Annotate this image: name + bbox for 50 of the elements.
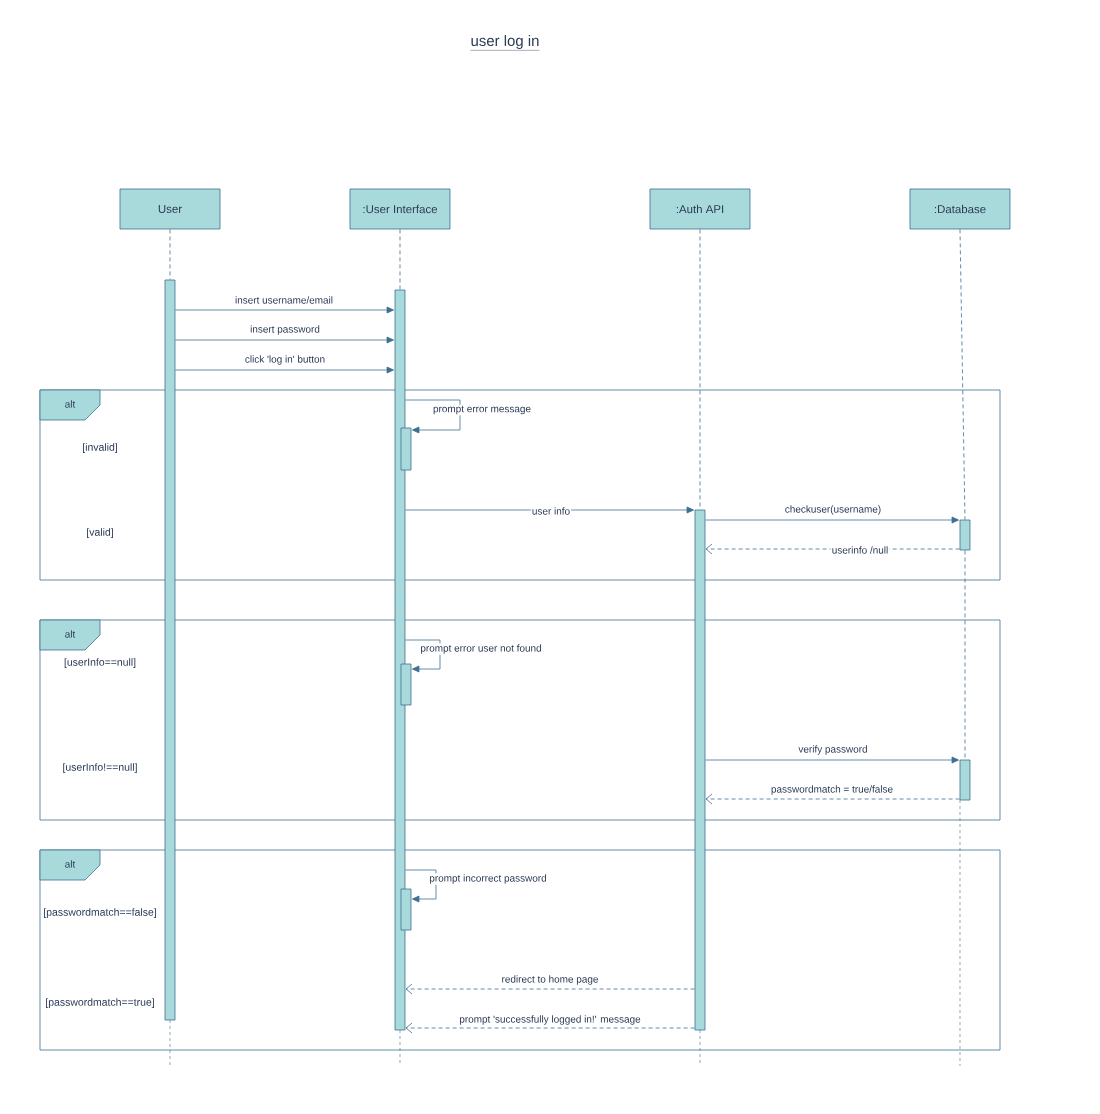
message-label: prompt 'successfully logged in!' message — [458, 1014, 642, 1026]
return-arrow — [405, 1022, 695, 1034]
self-message-arrow — [405, 639, 441, 673]
participant-box: :User Interface — [349, 188, 451, 230]
message-label: prompt error message — [432, 404, 532, 416]
message-label: prompt error user not found — [419, 643, 543, 655]
participant-box: :Database — [909, 188, 1011, 230]
activation-bar — [400, 427, 412, 471]
lifeline — [699, 229, 701, 510]
message-arrow — [705, 516, 959, 524]
diagram-title: user log in — [470, 35, 540, 51]
guard-condition: [valid] — [87, 528, 113, 538]
message-label: user info — [530, 506, 572, 516]
activation-bar — [164, 279, 176, 1021]
participant-box: :Auth API — [649, 188, 751, 230]
self-message-arrow — [405, 399, 461, 434]
message-label: redirect to home page — [500, 974, 600, 986]
message-arrow — [705, 756, 959, 764]
lifeline — [399, 229, 401, 290]
fragment-tag: alt — [39, 619, 101, 651]
activation-bar — [959, 759, 971, 801]
message-label: userinfo /null — [830, 545, 890, 555]
self-message-arrow — [405, 869, 437, 903]
message-label: checkuser(username) — [783, 504, 883, 516]
activation-bar — [694, 509, 706, 1031]
message-arrow — [175, 366, 394, 374]
message-label: verify password — [797, 744, 869, 756]
lifeline — [169, 229, 171, 280]
guard-condition: [userInfo==null] — [64, 658, 136, 668]
lifeline — [964, 550, 966, 760]
activation-bar — [400, 663, 412, 706]
message-label: insert username/email — [234, 295, 334, 305]
activation-bar — [400, 888, 412, 931]
guard-condition: [passwordmatch==false] — [44, 908, 156, 918]
participant-box: User — [119, 188, 221, 230]
return-arrow — [405, 983, 695, 995]
message-label: passwordmatch = true/false — [769, 784, 895, 796]
message-arrow — [175, 336, 394, 344]
fragment-tag: alt — [39, 849, 101, 881]
fragment-tag: alt — [39, 389, 101, 421]
message-label: click 'log in' button — [243, 354, 327, 366]
message-label: prompt incorrect password — [428, 873, 548, 885]
guard-condition: [passwordmatch==true] — [46, 998, 154, 1008]
lifeline — [959, 229, 966, 520]
message-arrow — [175, 306, 394, 314]
message-label: insert password — [249, 324, 321, 336]
return-arrow — [705, 793, 960, 805]
activation-bar — [959, 519, 971, 551]
guard-condition: [invalid] — [83, 443, 117, 453]
guard-condition: [userInfo!==null] — [63, 763, 137, 773]
